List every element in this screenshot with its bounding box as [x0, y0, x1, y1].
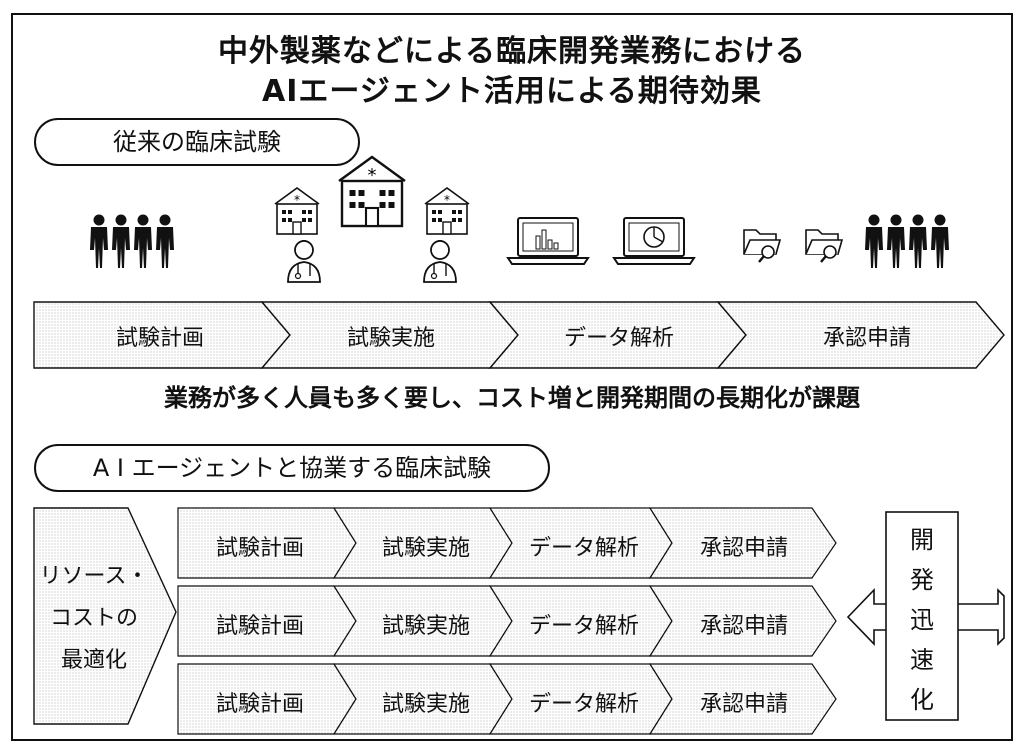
traditional-issue-note: 業務が多く人員も多く要し、コスト増と開発期間の長期化が課題	[164, 384, 860, 412]
ai-row2-step-3: データ解析	[528, 614, 639, 639]
ai-row1-step-1: 試験計画	[215, 536, 304, 561]
speedup-char-5: 化	[910, 686, 934, 714]
resource-cost-label: リソース・ コストの 最適化	[34, 556, 154, 682]
ai-row3-step-1: 試験計画	[215, 692, 304, 717]
traditional-process-arrows	[33, 301, 1005, 369]
folder-search-icon	[742, 228, 844, 264]
doctor-icon	[287, 239, 457, 283]
resource-cost-label-line-1: リソース・	[39, 564, 149, 589]
traditional-step-1: 試験計画	[115, 326, 204, 351]
ai-heading: A I エージェントと協業する臨床試験	[34, 444, 550, 492]
ai-row3-step-3: データ解析	[528, 692, 639, 717]
ai-row3-step-2: 試験実施	[381, 692, 470, 717]
traditional-step-4: 承認申請	[822, 326, 911, 351]
traditional-heading: 従来の臨床試験	[34, 118, 360, 166]
ai-row2-step-4: 承認申請	[699, 614, 788, 639]
resource-cost-label-line-3: 最適化	[60, 648, 127, 673]
title-line-2: AIエージェント活用による期待効果	[262, 74, 762, 109]
title-line-1: 中外製薬などによる臨床開発業務における	[217, 34, 807, 69]
outer-frame	[11, 13, 1013, 741]
traditional-step-3: データ解析	[563, 326, 674, 351]
traditional-step-2: 試験実施	[346, 326, 435, 351]
ai-row2-step-2: 試験実施	[381, 614, 470, 639]
speedup-box	[885, 511, 959, 721]
ai-row1-step-2: 試験実施	[381, 536, 470, 561]
ai-row1-step-3: データ解析	[528, 536, 639, 561]
people-group-icon	[865, 214, 949, 268]
hospital-icon	[274, 155, 470, 235]
speedup-char-1: 開	[910, 526, 934, 554]
laptop-bar-chart-icon	[507, 217, 589, 265]
laptop-pie-chart-icon	[613, 217, 695, 265]
people-group-icon	[90, 214, 174, 268]
speedup-char-4: 速	[910, 646, 934, 674]
resource-cost-label-line-2: コストの	[49, 606, 138, 631]
ai-row2-step-1: 試験計画	[215, 614, 304, 639]
ai-row3-step-4: 承認申請	[699, 692, 788, 717]
speedup-char-3: 迅	[910, 606, 934, 634]
resource-cost-box	[33, 507, 177, 725]
ai-row1-step-4: 承認申請	[699, 536, 788, 561]
ai-process-arrows	[177, 507, 837, 735]
speedup-char-2: 発	[910, 566, 934, 594]
speedup-label: 開 発 迅 速 化	[886, 520, 958, 720]
